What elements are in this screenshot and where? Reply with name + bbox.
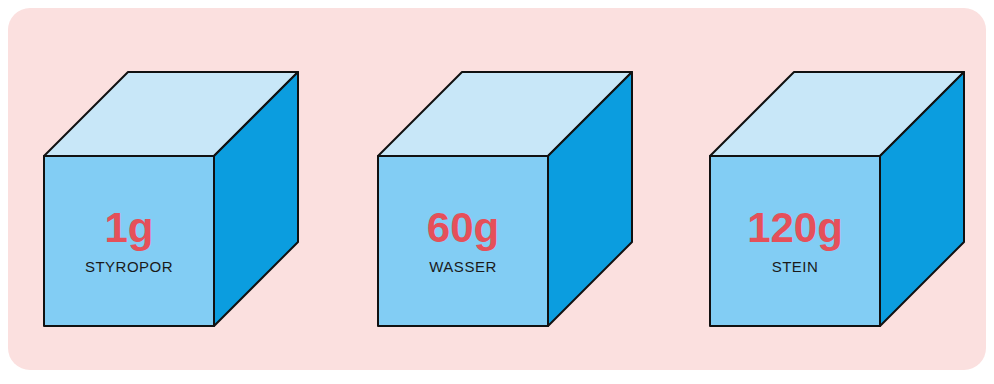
cube-front — [44, 156, 214, 326]
cube-face: 60gWASSER — [378, 156, 548, 326]
material-label: STEIN — [772, 258, 819, 276]
cube-shape — [44, 72, 298, 326]
cube-side — [548, 72, 632, 326]
cube-face: 1gSTYROPOR — [44, 156, 214, 326]
mass-value: 120g — [747, 206, 843, 250]
material-label: WASSER — [429, 258, 496, 276]
cube-box: 60gWASSER — [378, 72, 632, 326]
cube-front — [710, 156, 880, 326]
cube-box: 120gSTEIN — [710, 72, 964, 326]
mass-value: 60g — [427, 206, 499, 250]
cube-shape — [378, 72, 632, 326]
cube-box: 1gSTYROPOR — [44, 72, 298, 326]
cube-shape — [710, 72, 964, 326]
cube-side — [214, 72, 298, 326]
material-label: STYROPOR — [85, 258, 173, 276]
cube-face: 120gSTEIN — [710, 156, 880, 326]
cube-side — [880, 72, 964, 326]
cube-front — [378, 156, 548, 326]
mass-value: 1g — [104, 206, 153, 250]
